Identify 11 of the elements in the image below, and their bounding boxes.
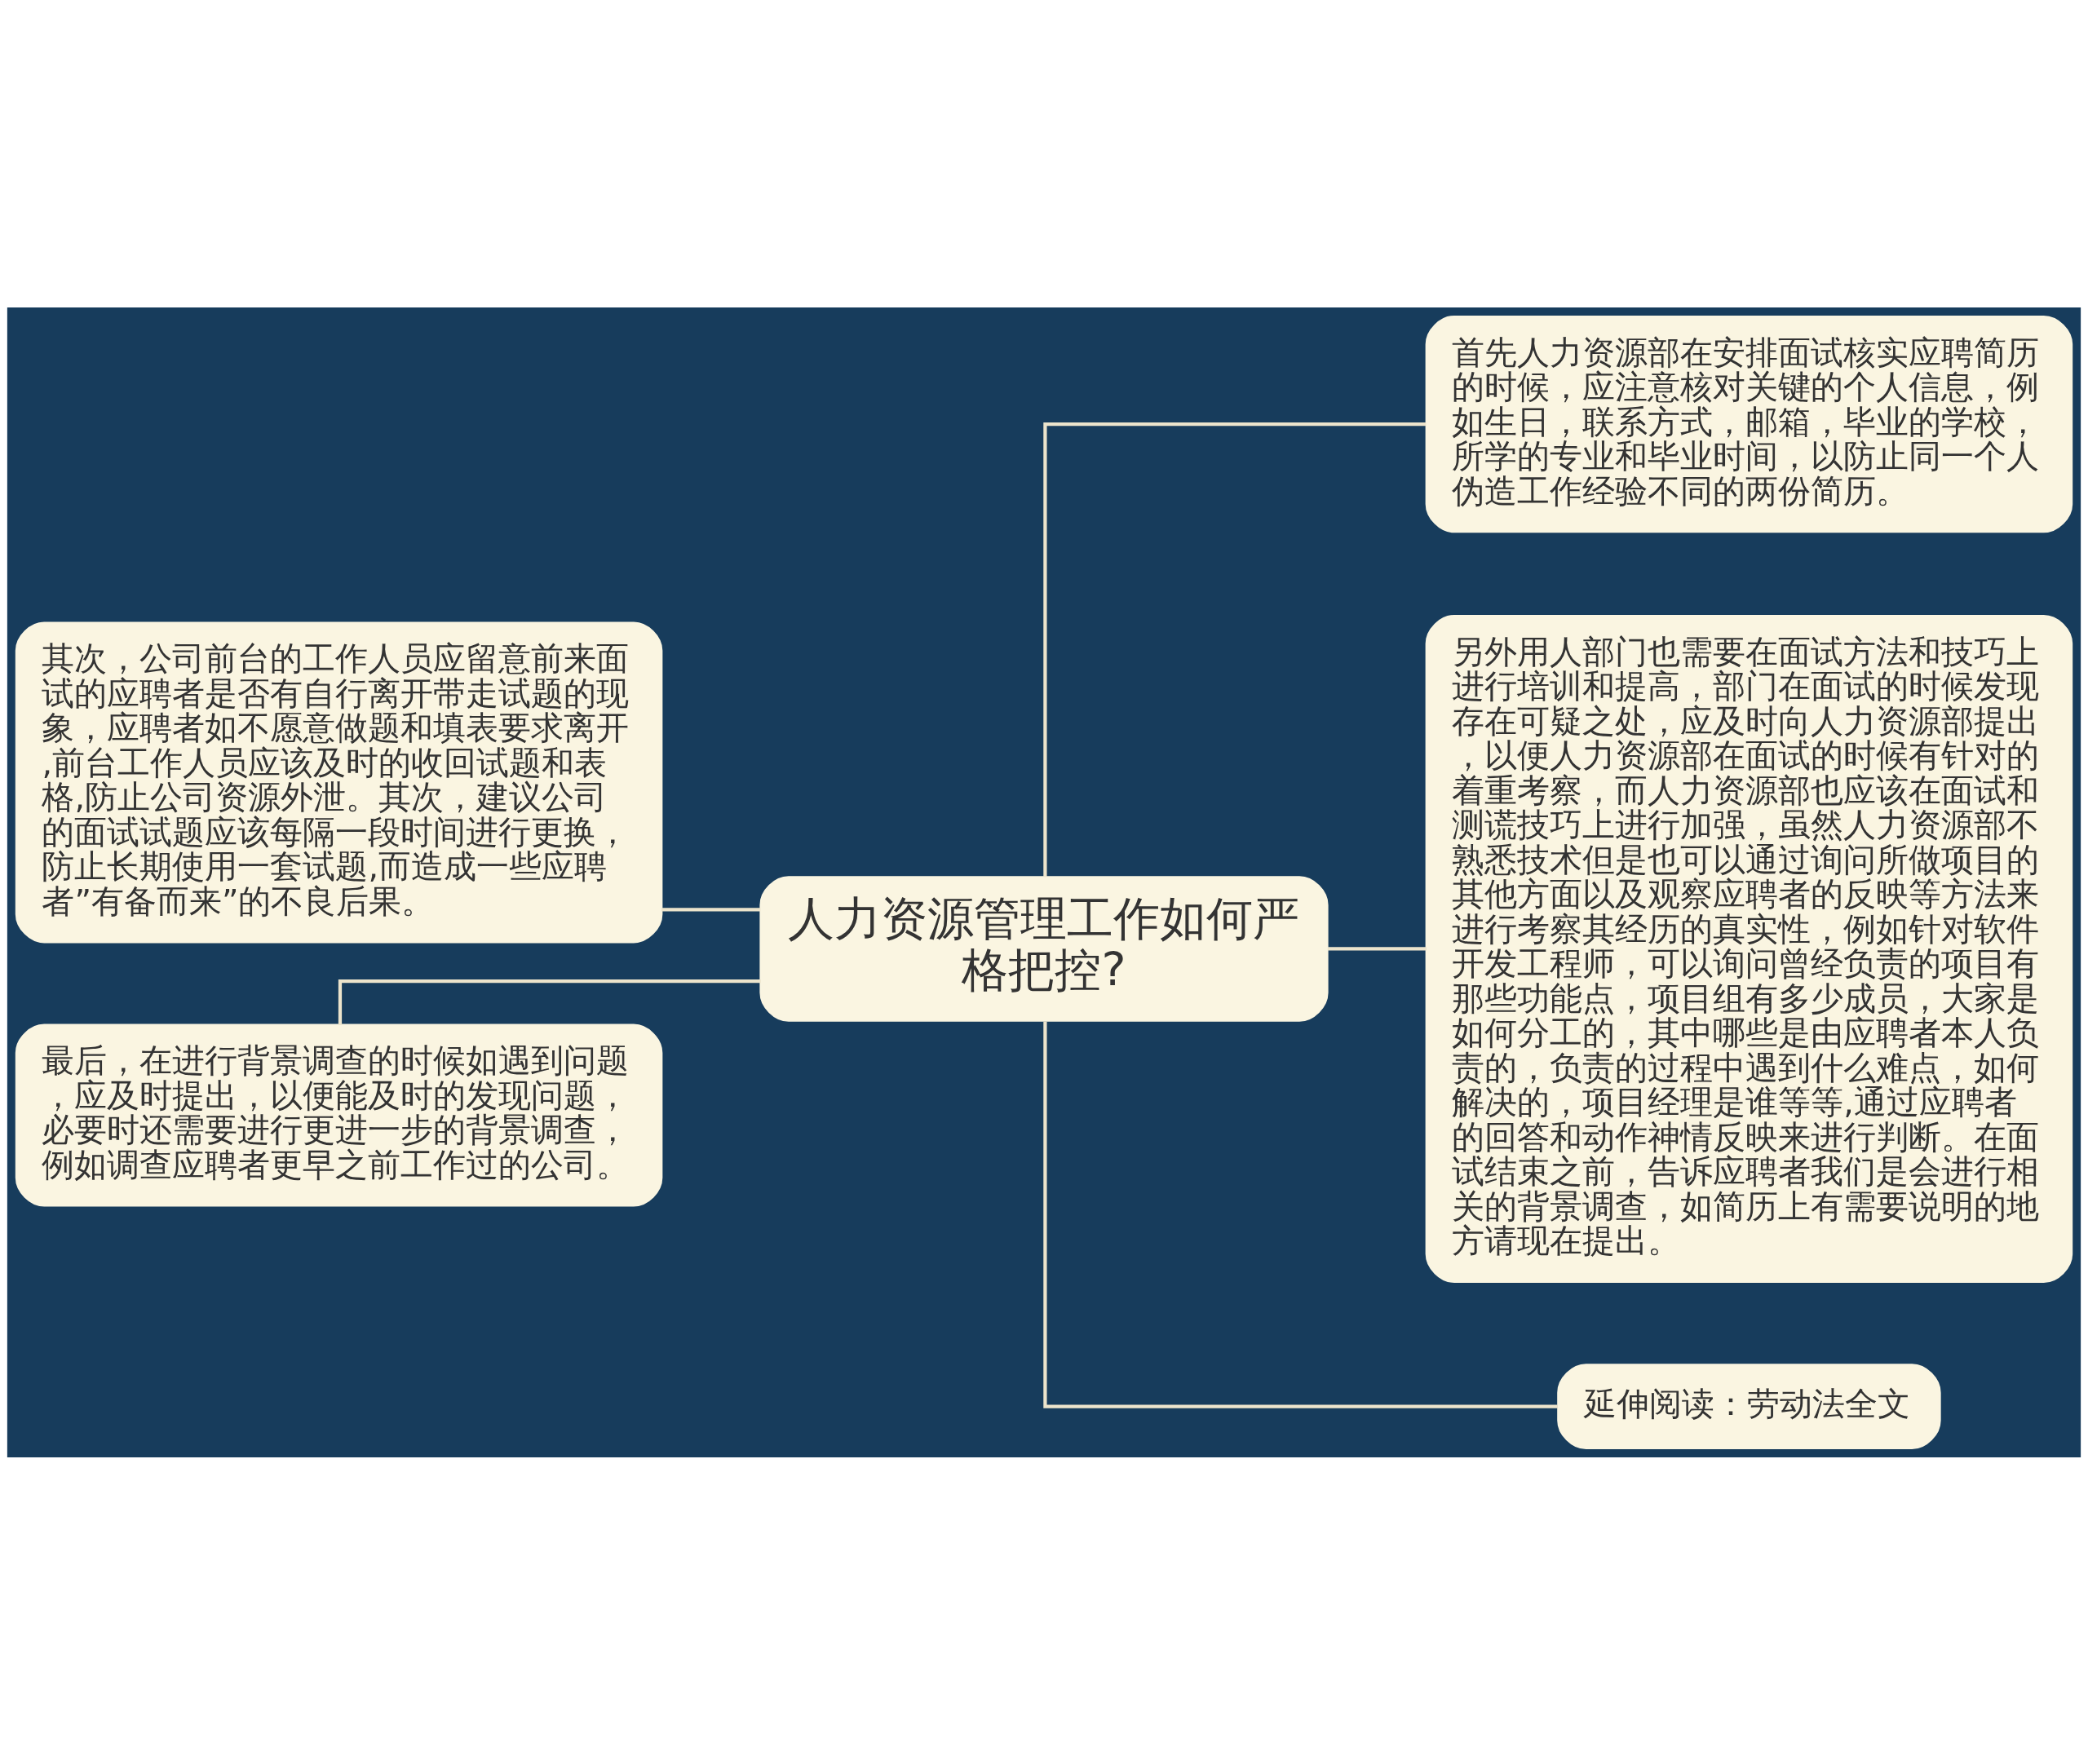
node-box: 另外用人部门也需要在面试方法和技巧上进行培训和提高，部门在面试的时候发现存在可疑之处，应及时向人力资源部提出，以便人力资源部在面试的时候有针对的着重考察，而人力资源部也应该在面试和测谎技巧上进行加强，虽然人力资源部不熟悉技术但是也可以通过询问所做项目的其他方面以及观察应聘者的反映等方法来进行考察其经历的真实性，例如针对软件开发工程师，可以询问曾经负责的项目有那些功能点，项目组有多少成员，大家是如何分工的，其中哪些是由应聘者本人负责的，负责的过程中遇到什么难点，如何解决的，项目经理是谁等等,通过应聘者的回答和动作神情反映来进行判断。在面试结束之前，告诉应聘者我们是会进行相关的背景调查，如简历上有需要说明的地方请现在提出。 (1425, 614, 2073, 1283)
connector (1043, 1020, 1558, 1408)
node-box: 首先人力资源部在安排面试核实应聘简历的时候，应注意核对关键的个人信息，例如生日，联系方式，邮箱，毕业的学校，所学的专业和毕业时间，以防止同一个人伪造工作经验不同的两份简历。 (1425, 315, 2073, 533)
connector (1327, 946, 1427, 951)
connector (1043, 422, 1427, 877)
node-box: 其次，公司前台的工作人员应留意前来面试的应聘者是否有自行离开带走试题的现象，应聘者如不愿意做题和填表要求离开,前台工作人员应该及时的收回试题和表格,防止公司资源外泄。其次，建议公司的面试试题应该每隔一段时间进行更换，防止长期使用一套试题,而造成一些应聘者”有备而来”的不良后果。 (15, 621, 663, 943)
connector (661, 907, 761, 911)
node-box: 人力资源管理工作如何严格把控? (759, 875, 1329, 1022)
node-box: 最后，在进行背景调查的时候如遇到问题，应及时提出，以便能及时的发现问题，必要时还需要进行更进一步的背景调查，例如调查应聘者更早之前工作过的公司。 (15, 1023, 663, 1206)
node-box: 延伸阅读：劳动法全文 (1557, 1363, 1941, 1449)
connector (338, 979, 761, 1025)
